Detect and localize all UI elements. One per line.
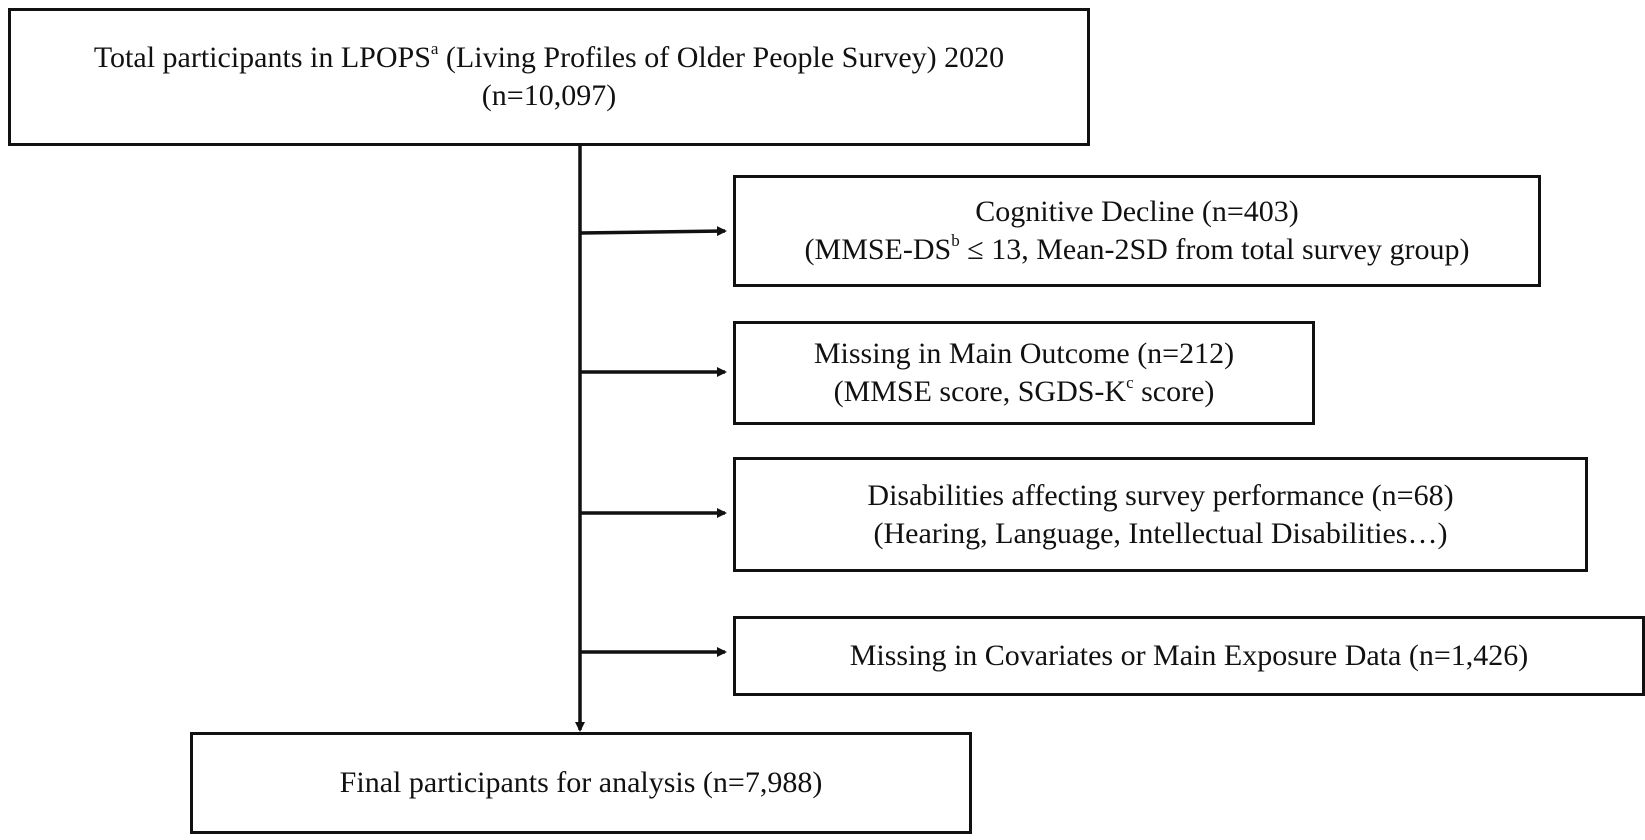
footnote-b: b [951,231,960,250]
cognitive-decline-box: Cognitive Decline (n=403) (MMSE-DSb ≤ 13… [733,175,1541,287]
total-participants-count: (n=10,097) [481,79,617,112]
disabilities-details: (Hearing, Language, Intellectual Disabil… [873,516,1448,550]
total-participants-box: Total participants in LPOPSa (Living Pro… [8,8,1090,146]
disabilities-box: Disabilities affecting survey performanc… [733,457,1588,572]
footnote-a: a [430,39,439,58]
missing-outcome-box: Missing in Main Outcome (n=212) (MMSE sc… [733,321,1315,425]
cognitive-decline-title: Cognitive Decline (n=403) [975,195,1299,228]
missing-outcome-details: (MMSE score, SGDS-Kc score) [833,373,1215,408]
missing-outcome-title: Missing in Main Outcome (n=212) [813,337,1235,370]
footnote-c: c [1126,373,1134,392]
arrow-to-cognitive-decline [579,226,727,237]
final-participants-title: Final participants for analysis (n=7,988… [339,766,823,799]
final-participants-box: Final participants for analysis (n=7,988… [190,732,972,834]
missing-covariates-title: Missing in Covariates or Main Exposure D… [849,639,1529,672]
total-participants-title: Total participants in LPOPSa (Living Pro… [93,39,1005,74]
cognitive-decline-criteria: (MMSE-DSb ≤ 13, Mean-2SD from total surv… [804,231,1470,266]
missing-covariates-box: Missing in Covariates or Main Exposure D… [733,616,1645,696]
disabilities-title: Disabilities affecting survey performanc… [867,478,1454,512]
